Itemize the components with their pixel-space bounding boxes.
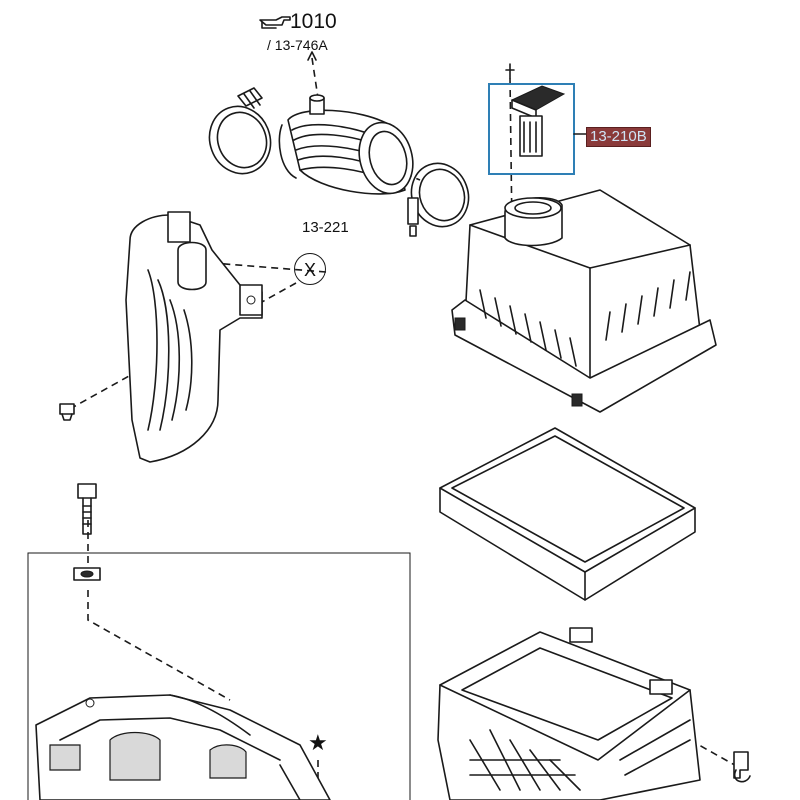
callout-x-marker: X <box>294 253 326 285</box>
hose-clamp-right <box>407 162 470 237</box>
detail-frame <box>27 552 411 800</box>
part-13-210b-label[interactable]: 13-210B <box>586 127 651 147</box>
reference-1010-label: 1010 <box>290 10 337 33</box>
star-marker: ★ <box>308 730 328 755</box>
pointing-hand-icon <box>259 16 291 29</box>
bolt-left <box>77 483 97 535</box>
air-filter-element <box>439 427 696 601</box>
air-cleaner-case <box>437 627 701 800</box>
hose-clamp-left <box>208 87 272 175</box>
reference-13-746a-label: / 13-746A <box>267 37 328 53</box>
intake-hose <box>278 94 414 195</box>
part-13-221-label: 13-221 <box>302 219 349 236</box>
bracket-clip <box>733 751 751 783</box>
nut-left <box>73 567 101 581</box>
resonator-duct <box>125 211 263 463</box>
air-cleaner-cover <box>451 189 717 413</box>
maf-sensor <box>488 63 587 175</box>
grommet-left <box>59 403 75 421</box>
